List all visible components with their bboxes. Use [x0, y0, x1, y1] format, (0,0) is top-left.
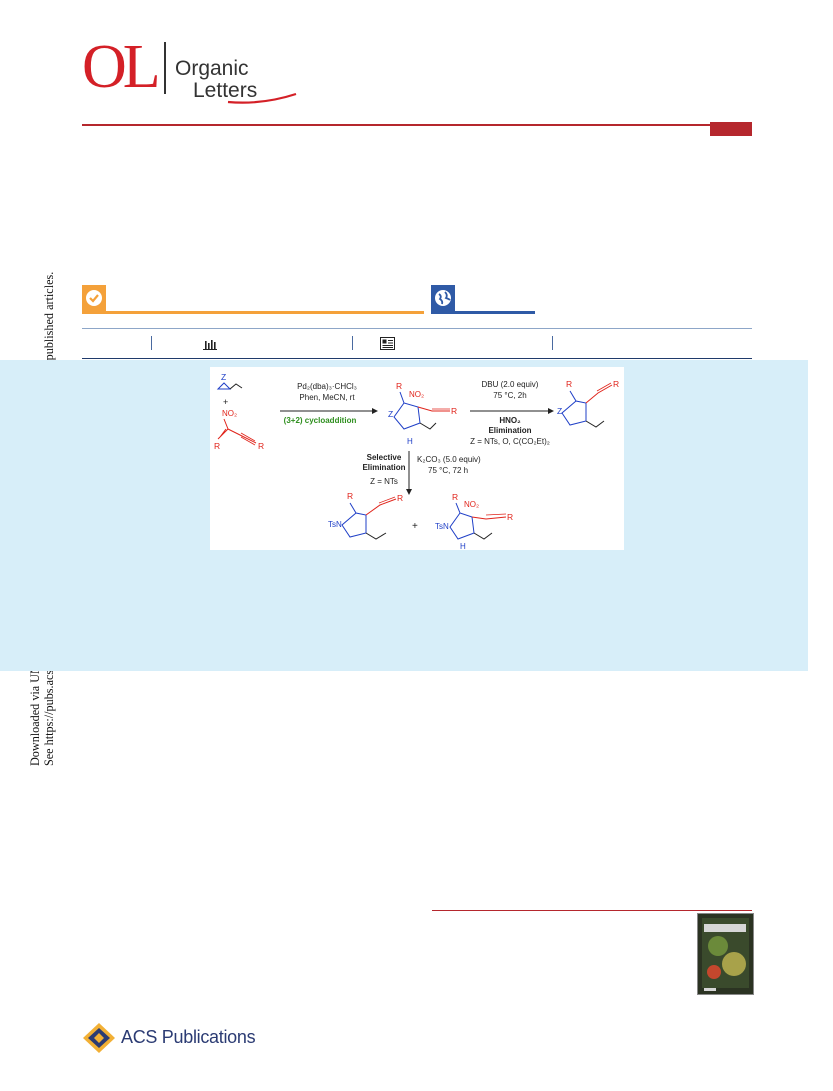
start-b-r2: R	[258, 441, 264, 451]
globe-icon	[435, 290, 451, 306]
step3-reagent2: 75 °C, 72 h	[428, 466, 468, 475]
check-icon	[86, 290, 102, 306]
step3-label2: Elimination	[362, 463, 405, 472]
journal-cover-thumbnail[interactable]	[697, 913, 754, 995]
start-a-z: Z	[221, 372, 226, 382]
open-access-badge[interactable]	[82, 285, 106, 311]
start-b-r1: R	[214, 441, 220, 451]
journal-name-line1: Organic	[175, 57, 249, 80]
prod2-tsn: TsN	[328, 520, 342, 529]
header-rule	[82, 124, 752, 126]
start-b-nitro: NO₂	[222, 409, 237, 418]
prod1-r: R	[566, 379, 572, 389]
step2-reagent1: DBU (2.0 equiv)	[482, 380, 539, 389]
prod3-r: R	[452, 492, 458, 502]
step2-label1: HNO₂	[499, 416, 521, 425]
step1-reagent1: Pd₂(dba)₃·CHCl₃	[297, 382, 357, 391]
logo-swoosh	[227, 92, 297, 104]
step3-scope: Z = NTs	[370, 477, 398, 486]
bar-chart-icon[interactable]	[203, 337, 217, 350]
start-plus: +	[223, 397, 228, 407]
prod1-z: Z	[557, 406, 562, 416]
metrics-top-rule	[82, 328, 752, 329]
header-tab	[710, 122, 752, 136]
step2-reagent2: 75 °C, 2h	[493, 391, 526, 400]
prod1-r-alkyne: R	[613, 379, 619, 389]
acs-publications-wordmark[interactable]: ACS Publications	[121, 1027, 256, 1047]
metrics-separator	[151, 336, 152, 350]
acs-logo-icon[interactable]	[82, 1022, 116, 1054]
logo-divider	[164, 42, 166, 94]
prod3-h: H	[460, 542, 466, 550]
journal-logo-letters: OL	[82, 33, 161, 101]
step2-scope: Z = NTs, O, C(CO₂Et)₂	[470, 437, 550, 446]
newspaper-icon[interactable]	[380, 337, 395, 350]
metrics-bottom-rule	[82, 358, 752, 359]
prod2-r-alkyne: R	[397, 493, 403, 503]
toc-graphic: Z + NO₂ R R Pd₂(dba)₃·CHCl₃ Phen, MeCN, …	[210, 367, 624, 551]
products-plus: +	[412, 521, 418, 532]
metrics-separator	[352, 336, 353, 350]
int-nitro: NO₂	[409, 390, 424, 399]
prod3-nitro: NO₂	[464, 500, 479, 509]
step2-label2: Elimination	[488, 426, 531, 435]
step1-reagent2: Phen, MeCN, rt	[299, 393, 355, 402]
footer-rule	[432, 910, 752, 911]
int-z: Z	[388, 409, 393, 419]
prod3-r-alkyne: R	[507, 512, 513, 522]
cover-artwork	[698, 914, 753, 994]
global-access-rule	[431, 311, 535, 314]
step3-reagent1: K₂CO₃ (5.0 equiv)	[417, 455, 481, 464]
global-access-badge[interactable]	[431, 285, 455, 311]
int-r-alkyne: R	[451, 406, 457, 416]
step3-label1: Selective	[367, 453, 402, 462]
prod3-tsn: TsN	[435, 522, 449, 531]
metrics-separator	[552, 336, 553, 350]
journal-name-line2: Letters	[193, 79, 258, 102]
prod2-r: R	[347, 491, 353, 501]
int-h: H	[407, 437, 413, 446]
open-access-rule	[82, 311, 424, 314]
step1-label: (3+2) cycloaddition	[284, 416, 357, 425]
reaction-scheme: Z + NO₂ R R Pd₂(dba)₃·CHCl₃ Phen, MeCN, …	[214, 372, 619, 551]
int-r: R	[396, 381, 402, 391]
